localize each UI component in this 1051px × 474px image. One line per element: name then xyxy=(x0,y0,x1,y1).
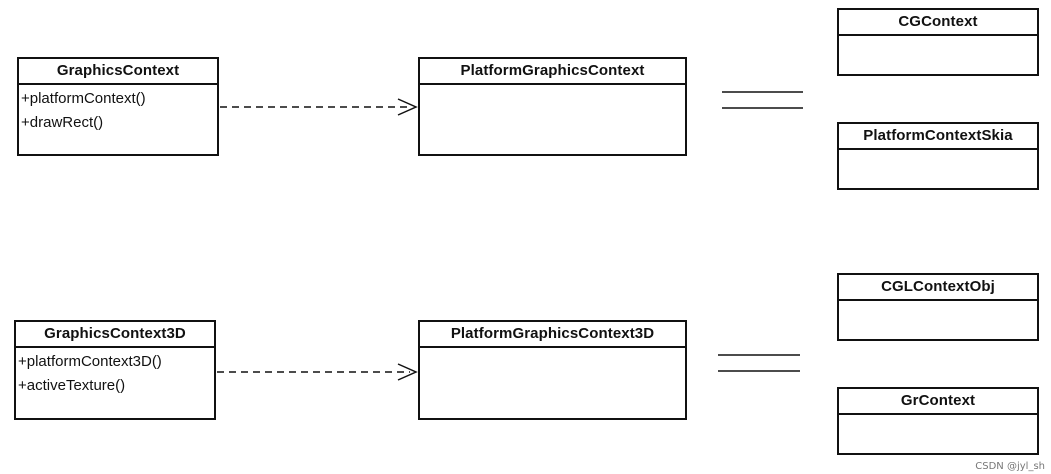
equivalence-mark-2d xyxy=(722,91,803,109)
class-name: GrContext xyxy=(839,389,1037,415)
class-name: GraphicsContext xyxy=(19,59,217,85)
class-cgl-context-obj: CGLContextObj xyxy=(837,273,1039,341)
class-graphics-context: GraphicsContext +platformContext() +draw… xyxy=(17,57,219,156)
method-active-texture: +activeTexture() xyxy=(18,377,126,394)
class-platform-graphics-context-3d: PlatformGraphicsContext3D xyxy=(418,320,687,420)
method-platform-context: +platformContext() xyxy=(21,90,146,107)
equivalence-mark-3d xyxy=(718,354,800,372)
class-name: PlatformGraphicsContext3D xyxy=(420,322,685,348)
dependency-arrow-2d xyxy=(220,98,418,116)
method-draw-rect: +drawRect() xyxy=(21,114,104,131)
method-platform-context-3d: +platformContext3D() xyxy=(18,353,162,370)
class-cg-context: CGContext xyxy=(837,8,1039,76)
dependency-arrow-3d xyxy=(217,363,418,381)
class-graphics-context-3d: GraphicsContext3D +platformContext3D() +… xyxy=(14,320,216,420)
class-name: PlatformContextSkia xyxy=(839,124,1037,150)
class-platform-context-skia: PlatformContextSkia xyxy=(837,122,1039,190)
class-name: PlatformGraphicsContext xyxy=(420,59,685,85)
class-name: CGLContextObj xyxy=(839,275,1037,301)
class-gr-context: GrContext xyxy=(837,387,1039,455)
class-platform-graphics-context: PlatformGraphicsContext xyxy=(418,57,687,156)
watermark: CSDN @jyl_sh xyxy=(975,461,1045,472)
class-name: CGContext xyxy=(839,10,1037,36)
class-name: GraphicsContext3D xyxy=(16,322,214,348)
